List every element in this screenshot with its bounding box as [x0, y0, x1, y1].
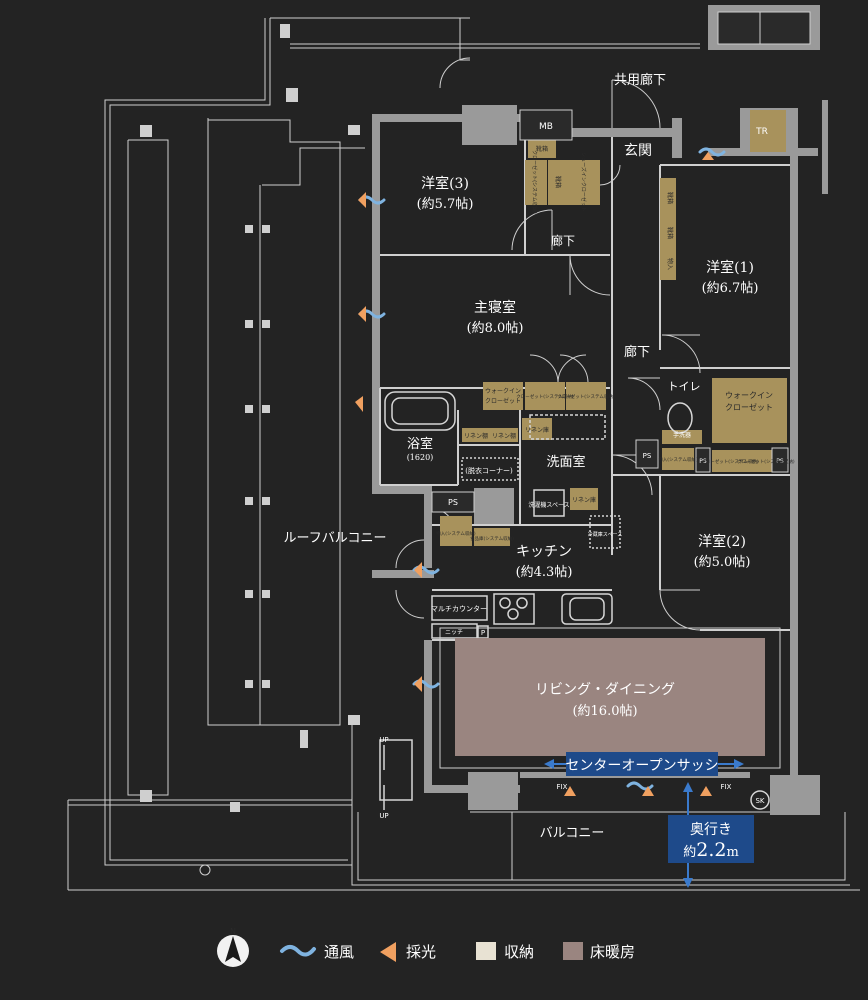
- western3-name: 洋室(3): [421, 175, 469, 192]
- laundry-space-label: 洗濯機スペース: [528, 501, 569, 509]
- legend-floor-heating-label: 床暖房: [590, 943, 635, 961]
- sash-banner-text: センターオープンサッシ: [565, 758, 718, 774]
- entrance-label: 玄関: [624, 142, 652, 159]
- ps1-label: PS: [448, 498, 458, 507]
- pantry-label: 食品庫(システム収納): [470, 535, 514, 542]
- floor-heating-zone: [455, 638, 765, 756]
- north-label: N: [230, 927, 236, 936]
- western1-size: (約6.7帖): [702, 281, 759, 296]
- western1-name: 洋室(1): [706, 259, 754, 276]
- ps-box-3: [695, 447, 711, 473]
- linen-shelf-left-label: リネン棚: [464, 432, 488, 440]
- depth-label-line1: 奥行き: [690, 821, 732, 838]
- fixtures: [379, 391, 770, 810]
- depth-indicator: 奥行き 約2.2m: [668, 782, 754, 888]
- balcony-label: バルコニー: [540, 826, 605, 841]
- ps-box-4: [771, 447, 789, 473]
- washroom-label: 洗面室: [546, 454, 585, 470]
- shoe-box-small-label: 靴箱: [536, 145, 548, 153]
- closet-w2a-label: クローゼット(システム収納): [701, 458, 759, 465]
- roof-balcony-label: ルーフバルコニー: [284, 531, 387, 546]
- room-labels: 共用廊下 玄関 MB TR 洋室(3) (約5.7帖) 洋室(1) (約6.7帖…: [284, 72, 784, 841]
- master-size: (約8.0帖): [467, 321, 524, 336]
- ps4-label: PS: [776, 458, 784, 465]
- western2-size: (約5.0帖): [694, 555, 751, 570]
- mb-box: [519, 109, 573, 141]
- shoe-box-hall1-label: 靴箱: [666, 192, 674, 204]
- linen-storage-kitchen-label: リネン庫: [572, 496, 596, 504]
- walk-in-master-line1: ウォークイン: [485, 387, 521, 395]
- item-hall-label: 物入: [666, 258, 674, 270]
- closet-system-label: クローゼット(システム収納): [531, 150, 538, 214]
- kitchen-name: キッチン: [516, 544, 572, 560]
- balcony-area: [351, 800, 850, 886]
- niche-label: ニッチ: [445, 629, 463, 636]
- up1-label: UP: [379, 736, 388, 744]
- neighbour-structure: [708, 5, 820, 50]
- mb-label: MB: [539, 122, 553, 132]
- roof-balcony-area: [67, 17, 860, 891]
- legend-ventilation-label: 通風: [324, 943, 354, 961]
- tr-label: TR: [755, 127, 768, 137]
- linen-storage-wash-label: リネン庫: [525, 426, 549, 434]
- western3-size: (約5.7帖): [417, 197, 474, 212]
- bath-size: (1620): [407, 453, 434, 462]
- kitchen-size: (約4.3帖): [516, 565, 573, 580]
- bath-name: 浴室: [407, 436, 433, 452]
- living-name: リビング・ダイニング: [535, 682, 675, 698]
- item-w2-label: 物入(システム収納): [658, 456, 698, 463]
- common-corridor-label: 共用廊下: [614, 72, 666, 88]
- floor-heating-swatch: [563, 942, 583, 960]
- ps3-label: PS: [699, 458, 707, 465]
- ps-box-2: [635, 439, 659, 469]
- depth-label-line2: 約2.2m: [683, 839, 739, 861]
- lighting-markers: [355, 152, 714, 796]
- closet-m1-label: クローゼット(システム収納): [516, 393, 574, 400]
- sash-banner: センターオープンサッシ: [544, 752, 744, 776]
- roof-balcony-posts: [140, 24, 360, 876]
- fix2-label: FIX: [721, 783, 732, 791]
- multi-counter-label: マルチカウンター: [431, 604, 487, 613]
- ps-box-1: [431, 491, 475, 513]
- ventilation-icon: [280, 945, 316, 957]
- floor-heating-notch: [455, 638, 620, 652]
- item-kitchen-label: 物入(システム収納): [436, 530, 476, 537]
- closet-w2b-label: クローゼット(システム収納): [737, 458, 795, 465]
- hand-wash-label: 手洗器: [673, 431, 691, 439]
- lighting-icon: [380, 942, 396, 962]
- legend-lighting-label: 採光: [406, 943, 436, 961]
- storage-swatch: [476, 942, 496, 960]
- walk-in-w1-line2: クローゼット: [725, 402, 773, 412]
- legend: N 通風 採光 収納 床暖房: [217, 927, 635, 967]
- shoe-box-hall2-label: 靴箱: [666, 227, 674, 239]
- legend-storage-label: 収納: [504, 943, 534, 961]
- linen-shelf-right-label: リネン棚: [492, 432, 516, 440]
- closet-m2-label: クローゼット(システム収納): [557, 393, 615, 400]
- dressing-corner-label: (脱衣コーナー): [465, 466, 513, 475]
- p-mark-label: P: [481, 629, 485, 637]
- living-size: (約16.0帖): [572, 704, 637, 719]
- up2-label: UP: [379, 812, 388, 820]
- hall2-label: 廊下: [624, 344, 650, 360]
- toilet-label: トイレ: [668, 380, 701, 393]
- shoes-in-closet-label: シューズインクローゼット: [580, 152, 587, 212]
- walk-in-master-line2: クローゼット: [485, 397, 521, 405]
- storage-blocks: [440, 110, 787, 546]
- sk-label: SK: [755, 797, 764, 805]
- western2-name: 洋室(2): [698, 533, 746, 550]
- walk-in-w1-line1: ウォークイン: [725, 391, 773, 400]
- ps2-label: PS: [643, 452, 652, 460]
- fix1-label: FIX: [557, 783, 568, 791]
- fridge-space-label: 冷蔵庫スペース: [588, 531, 622, 538]
- hall1-label: 廊下: [551, 233, 575, 248]
- master-name: 主寝室: [474, 299, 516, 316]
- north-compass-icon: N: [217, 927, 249, 967]
- shoe-box-label: 靴箱: [554, 176, 562, 188]
- storage-labels: 靴箱 クローゼット(システム収納) 靴箱 シューズインクローゼット 靴箱 靴箱 …: [436, 145, 795, 542]
